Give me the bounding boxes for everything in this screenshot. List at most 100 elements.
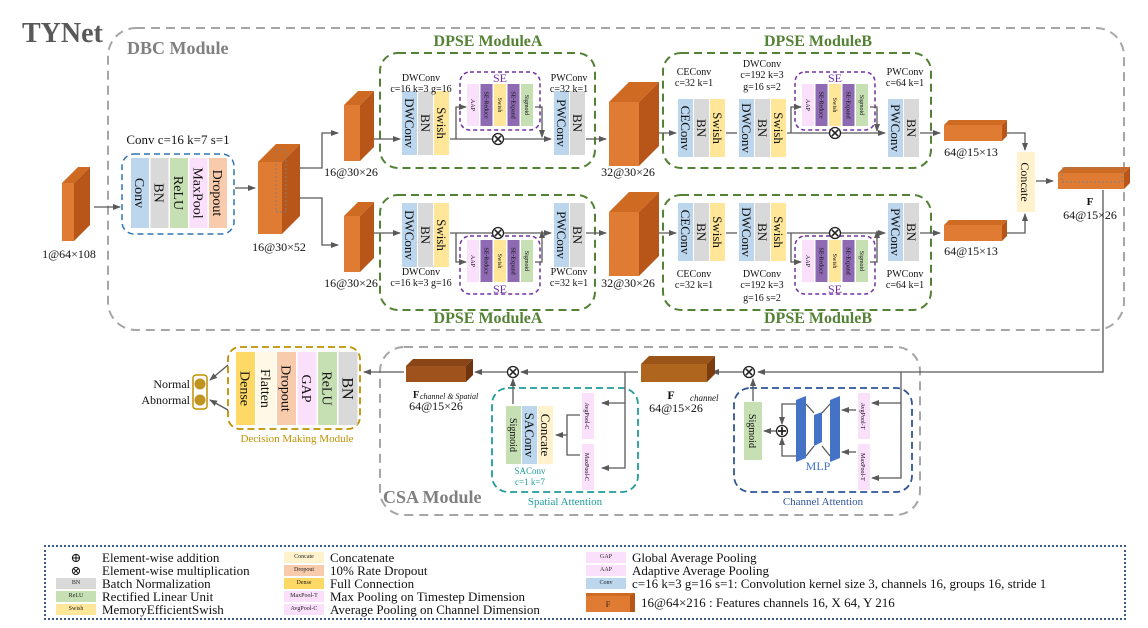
dpse-a-bottom-output [609, 192, 659, 276]
dpse-a-top-se-dpse-a-2 [494, 84, 506, 126]
branch-bottom-label: 16@30×26 [324, 276, 378, 290]
mlp-layer-2 [814, 412, 822, 446]
dpse-b-top-mul-icon-stroke [831, 129, 839, 137]
mlp-to-add-top [779, 403, 796, 425]
mlp-to-add-bottom [779, 437, 796, 457]
feature-F-dims: 64@15×26 [1063, 208, 1117, 222]
branch-bottom-feature [344, 202, 374, 272]
feature-16-30-52-top [258, 144, 300, 162]
dpse-b-bottom-se-dpse-b-4-label: Sigmoid [858, 251, 864, 271]
saconv-name: SAConv [514, 466, 546, 476]
dpse-b-bottom-output-label: 64@15×13 [944, 244, 998, 258]
feature-block-swatch: F [586, 593, 635, 612]
legend-text: Average Pooling on Channel Dimension [330, 602, 540, 617]
dpse-b-bottom-se-dpse-b-2 [829, 240, 841, 282]
conv-block-layer-4-label: Dropout [209, 170, 224, 217]
diagram-title: TYNet [22, 18, 104, 49]
dpse-a-bottom-frame [379, 194, 596, 311]
dpse-a-bottom-se-dpse-a-3-label: SE-Expand [509, 247, 515, 274]
decision-layer-2 [277, 352, 296, 425]
dpse-a-bottom-pwconv-params: c=32 k=1 [550, 278, 588, 289]
dpse-a-top-output-label: 32@30×26 [601, 165, 655, 179]
dpse-a-top-se-title: SE [493, 71, 507, 85]
dpse-a-top-se-dpse-a-1 [480, 84, 493, 126]
dpse-b-top-se-dpse-b-1-label: SE-Reduce [817, 92, 823, 119]
dbc-module-title: DBC Module [127, 38, 229, 58]
dpse-b-bottom-post-layer-0-label: PWConv [888, 208, 903, 256]
dpse-b-bottom-ce-layer-2-label: Swish [710, 216, 725, 248]
dpse-b-bottom-dw-layer-1 [755, 203, 770, 261]
dpse-a-bottom-se-dpse-a-4-label: Sigmoid [523, 251, 529, 271]
dpse-a-bottom-mul-icon-stroke [494, 229, 502, 237]
dpse-a-top-output-top [609, 82, 659, 102]
dpse-b-top-post-layer-0-label: PWConv [888, 104, 903, 152]
dpse-a-top-se-dpse-a-4 [521, 84, 533, 126]
dpse-b-top-se-dpse-b-3-label: SE-Expand [844, 91, 850, 118]
dpse-b-bottom-dw-layer-0-label: DWConv [739, 207, 754, 257]
concat-label: Concate [1018, 162, 1032, 201]
dpse-b-top-post-layer-1-label: BN [904, 119, 919, 138]
legend-text: Global Average Pooling [632, 550, 757, 565]
dpse-b-bottom-post-layer-1-label: BN [904, 223, 919, 242]
dpse-a-top-post-layer-0 [554, 91, 569, 155]
dpse-b-top-se-dpse-b-2-label: Swish [831, 98, 837, 113]
f-cs-feature-front [406, 366, 466, 382]
dpse-b-top-se-title: SE [828, 71, 842, 85]
dpse-a-top-dwconv-params: c=16 k=3 g=16 [390, 84, 451, 95]
dpse-a-bottom-layer-1 [418, 203, 433, 267]
conv-block-layer-3-label: MaxPool [190, 167, 205, 218]
legend-swatch-pool: MaxPool-T [284, 591, 324, 602]
dpse-a-top-se-out [535, 106, 545, 138]
conv-block-layer-0-label: Conv [131, 178, 146, 208]
dpse-b-bottom-pwconv-params: c=64 k=1 [886, 280, 924, 291]
dpse-b-top-ceconv-name: CEConv [677, 67, 711, 78]
legend-item: ⊗Element-wise multiplication [56, 564, 250, 577]
legend-swatch-pool: AAP [586, 565, 626, 576]
dpse-a-bottom-se-dpse-a-2-label: Swish [496, 254, 502, 269]
legend-swatch-dropout: Dropout [284, 565, 324, 576]
channel-sigmoid-label: Sigmoid [746, 414, 757, 448]
conv-block-frame [121, 153, 235, 235]
legend-item: ⊕Element-wise addition [56, 551, 220, 564]
spatial-layer-2 [538, 406, 553, 464]
input-feature [62, 167, 90, 241]
dpse-a-bottom-se-dpse-a-1 [480, 240, 493, 282]
mlp-layer-3 [830, 396, 840, 462]
dpse-a-top-se-dpse-a-0-label: AAP [469, 99, 475, 112]
csa-module-title: CSA Module [383, 487, 482, 507]
decision-layer-5-label: BN [338, 377, 355, 400]
dpse-b-bottom-ce-layer-0-label: CEConv [678, 210, 693, 255]
legend-text: Max Pooling on Timestep Dimension [330, 589, 526, 604]
spatial-layer-0 [506, 406, 521, 464]
feature-F-side [1124, 167, 1130, 189]
dpse-a-top-layer-2 [434, 91, 449, 155]
multiply-symbol-icon: ⊗ [70, 563, 82, 578]
decision-layer-3-label: GAP [298, 374, 313, 402]
dpse-b-bottom-output-front [944, 225, 1002, 241]
legend-text: 10% Rate Dropout [330, 563, 428, 578]
conv-block-layer-0 [131, 158, 149, 228]
legend-text: Batch Normalization [102, 576, 211, 591]
dpse-b-top-se-dpse-b-4 [856, 84, 868, 126]
input-feature-top [62, 167, 90, 183]
dpse-a-bottom-output-side [639, 192, 659, 276]
channel-maxpool [858, 444, 870, 490]
f-cs-feature-top [406, 359, 473, 366]
dpse-b-top-dwconv-name: DWConv [743, 59, 781, 70]
dpse-b-bottom-output-side [1002, 220, 1007, 241]
dpse-a-top-se-dpse-a-1-label: SE-Reduce [482, 92, 488, 119]
decision-layer-4 [318, 352, 337, 425]
feature-F [1058, 167, 1130, 189]
mlp-link [805, 445, 815, 457]
concat-in-top [1006, 132, 1028, 151]
legend-text: Concatenate [330, 550, 395, 565]
dpse-a-top-se-dpse-a-2-label: Swish [496, 98, 502, 113]
dpse-b-top-ce-layer-1 [694, 99, 709, 157]
